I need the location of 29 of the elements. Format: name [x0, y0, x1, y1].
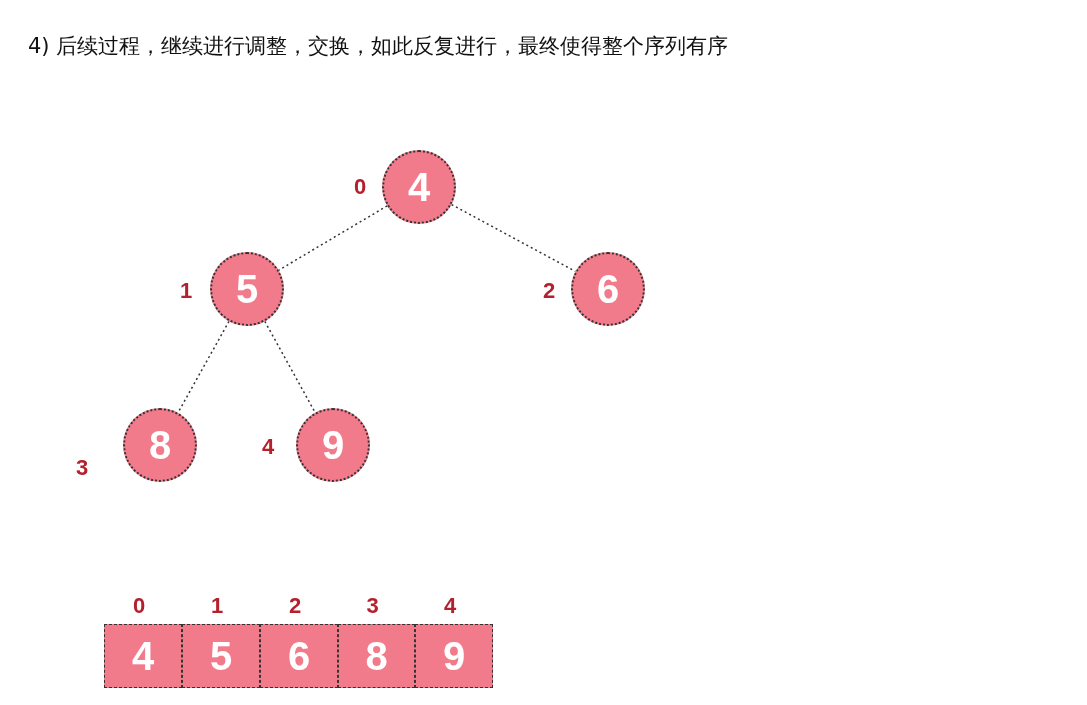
index-label: 2 — [288, 593, 302, 619]
index-label: 0 — [132, 593, 146, 619]
node-value: 5 — [235, 266, 259, 312]
index-label: 1 — [210, 593, 224, 619]
index-label: 2 — [542, 278, 556, 304]
index-label: 0 — [353, 174, 367, 200]
node-value: 8 — [365, 633, 388, 679]
connector-line — [278, 205, 388, 271]
array-cell — [182, 624, 260, 688]
array-cell — [260, 624, 338, 688]
node-value: 6 — [287, 633, 311, 679]
index-label: 1 — [179, 278, 193, 304]
node-value: 9 — [321, 422, 345, 468]
node-value: 5 — [209, 633, 233, 679]
node-value: 4 — [407, 164, 431, 210]
connector-line — [264, 320, 316, 414]
array-cell — [415, 624, 493, 688]
index-label: 4 — [261, 434, 275, 460]
heading: 4) 后续过程，继续进行调整，交换，如此反复进行，最终使得整个序列有序 — [28, 33, 729, 60]
connector-line — [177, 320, 230, 414]
index-label: 4 — [443, 593, 457, 619]
array-cell — [338, 624, 415, 688]
index-label: 3 — [366, 593, 379, 619]
index-label: 3 — [75, 455, 89, 481]
node-value: 8 — [148, 422, 172, 468]
node-value: 4 — [131, 633, 155, 679]
node-value: 6 — [596, 266, 620, 312]
node-value: 9 — [442, 633, 466, 679]
array-cell — [104, 624, 182, 688]
